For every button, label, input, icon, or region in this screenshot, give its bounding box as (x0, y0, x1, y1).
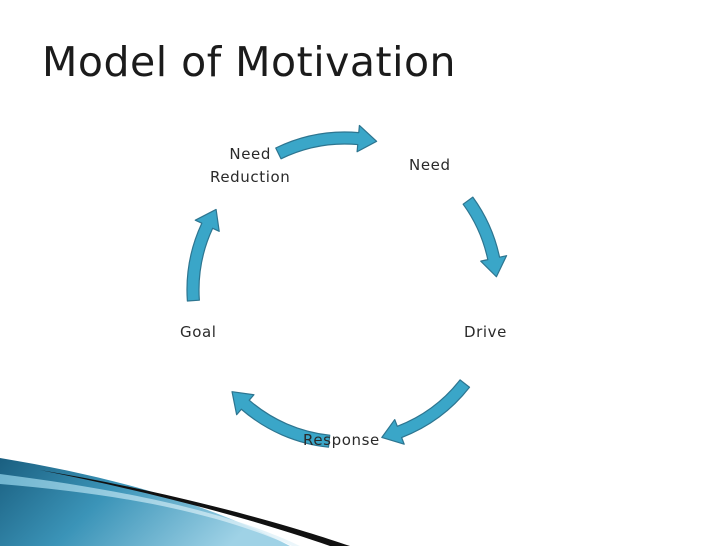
node-need-reduction-line-2: Reduction (210, 168, 291, 186)
node-goal: Goal (180, 321, 217, 344)
node-goal-label: Goal (180, 323, 217, 341)
arrow-drive-to-response (381, 379, 471, 445)
node-need: Need (409, 154, 451, 177)
node-need-reduction: Need Reduction (210, 143, 290, 189)
arrow-response-to-goal (231, 391, 331, 448)
arrow-need-to-drive (462, 196, 508, 278)
node-response: Response (303, 429, 380, 452)
node-drive-label: Drive (464, 323, 507, 341)
arrow-need-reduction-to-need (275, 124, 378, 160)
node-response-label: Response (303, 431, 380, 449)
node-need-reduction-line-1: Need (229, 145, 271, 163)
node-drive: Drive (464, 321, 507, 344)
node-need-label: Need (409, 156, 451, 174)
arrow-goal-to-need-reduction (186, 208, 220, 302)
slide-title: Model of Motivation (42, 38, 457, 86)
